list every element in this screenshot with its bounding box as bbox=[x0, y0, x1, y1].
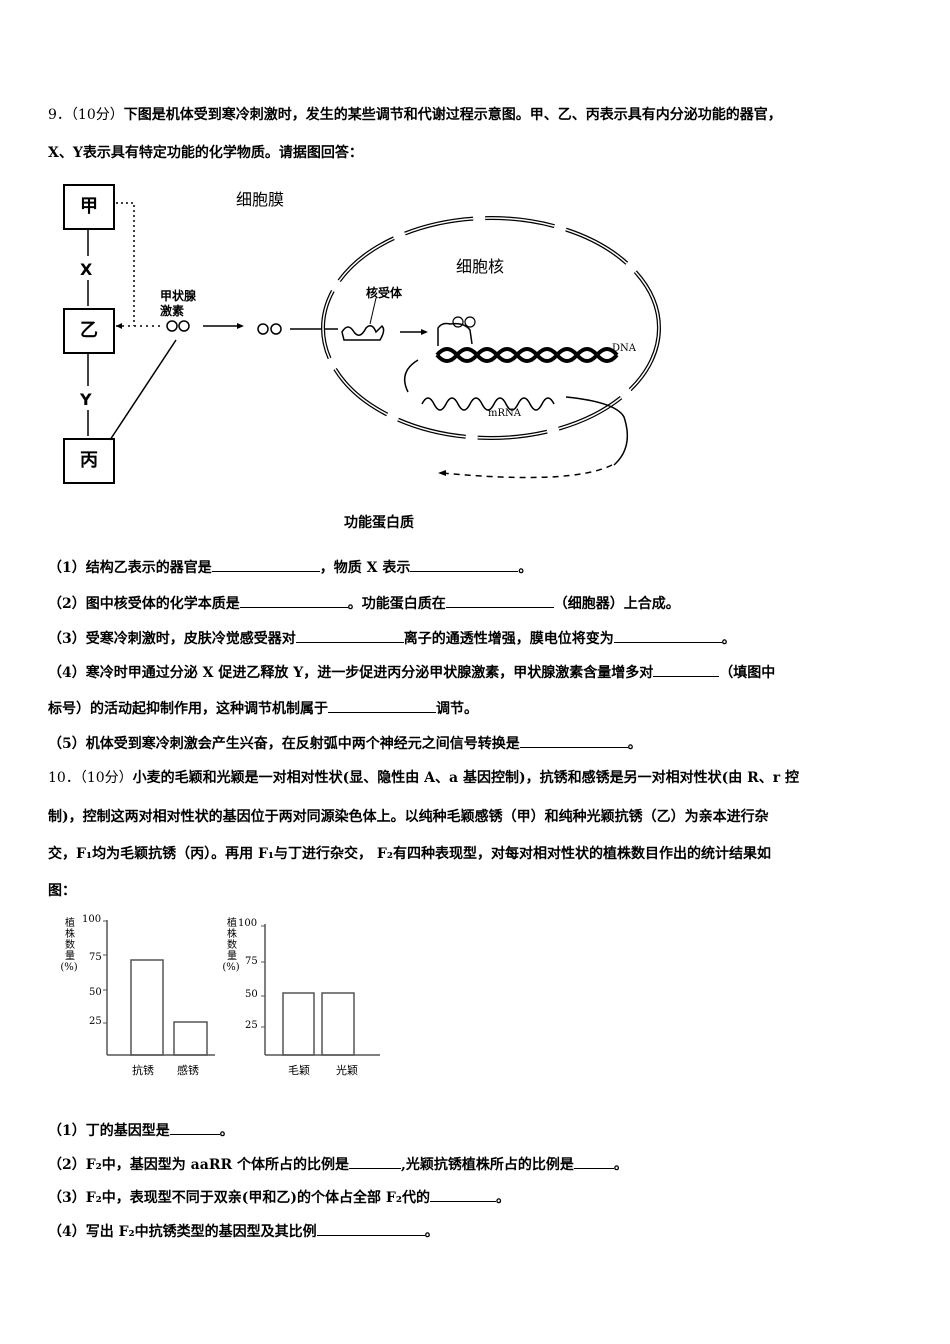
label-x: X bbox=[80, 260, 93, 279]
chart2-plot bbox=[261, 924, 380, 1056]
answer-blank[interactable] bbox=[519, 733, 628, 748]
answer-blank[interactable] bbox=[239, 593, 348, 608]
q9-intro-line2: X、Y表示具有特定功能的化学物质。请据图回答： bbox=[48, 145, 363, 161]
label-y: Y bbox=[80, 390, 92, 409]
q10-number: 10． bbox=[48, 770, 80, 786]
q9-score: （10分） bbox=[70, 107, 124, 123]
q9-question-4-cont: 标号）的活动起抑制作用，这种调节机制属于调节。 bbox=[48, 698, 478, 718]
answer-blank[interactable] bbox=[348, 1154, 401, 1169]
q9-question-2: （2）图中核受体的化学本质是。功能蛋白质在（细胞器）上合成。 bbox=[48, 593, 680, 613]
q9-question-1: （1）结构乙表示的器官是，物质 X 表示。 bbox=[48, 557, 532, 577]
q9-question-4: （4）寒冷时甲通过分泌 X 促进乙释放 Y，进一步促进丙分泌甲状腺激素，甲状腺激… bbox=[48, 662, 775, 682]
q9-question-3: （3）受寒冷刺激时，皮肤冷觉感受器对离子的通透性增强，膜电位将变为。 bbox=[48, 628, 736, 648]
mrna-label: mRNA bbox=[488, 408, 521, 419]
answer-blank[interactable] bbox=[653, 662, 720, 677]
answer-blank[interactable] bbox=[430, 1187, 497, 1202]
answer-blank[interactable] bbox=[316, 1221, 425, 1236]
answer-blank[interactable] bbox=[295, 628, 404, 643]
answer-blank[interactable] bbox=[328, 698, 436, 713]
thyroid-hormone-label-2: 激素 bbox=[160, 304, 185, 318]
q10-question-3: （3）F₂中，表现型不同于双亲(甲和乙)的个体占全部 F₂代的。 bbox=[48, 1187, 510, 1207]
functional-protein-label: 功能蛋白质 bbox=[344, 515, 414, 531]
nucleus-label: 细胞核 bbox=[456, 257, 505, 276]
chart1-ylabel: 植株数量(%) bbox=[60, 918, 78, 973]
chart2-cat2: 光颖 bbox=[336, 1064, 358, 1077]
dna-label: DNA bbox=[612, 343, 636, 354]
q10-intro-line2: 制)，控制这两对相对性状的基因位于两对同源染色体上。以纯种毛颖感锈（甲）和纯种光… bbox=[48, 809, 769, 825]
receptor-label: 核受体 bbox=[366, 286, 403, 300]
chart1-cat1: 抗锈 bbox=[132, 1064, 154, 1077]
thyroid-hormone-label-1: 甲状腺 bbox=[160, 289, 197, 303]
chart1-plot bbox=[103, 920, 215, 1056]
box-jia: 甲 bbox=[63, 184, 115, 230]
chart1-cat2: 感锈 bbox=[177, 1064, 199, 1077]
answer-blank[interactable] bbox=[573, 1154, 614, 1169]
q10-intro-line1: 10．（10分）小麦的毛颖和光颖是一对相对性状(显、隐性由 A、a 基因控制)，… bbox=[48, 770, 799, 786]
answer-blank[interactable] bbox=[613, 628, 722, 643]
q10-intro-line4: 图： bbox=[48, 883, 76, 899]
chart2-cat1: 毛颖 bbox=[288, 1064, 310, 1077]
answer-blank[interactable] bbox=[211, 557, 320, 572]
box-yi: 乙 bbox=[63, 308, 115, 354]
answer-blank[interactable] bbox=[445, 593, 554, 608]
answer-blank[interactable] bbox=[410, 557, 519, 572]
box-bing: 丙 bbox=[63, 438, 115, 484]
chart2-ylabel: 植株数量(%) bbox=[222, 918, 240, 973]
q10-question-4: （4）写出 F₂中抗锈类型的基因型及其比例。 bbox=[48, 1221, 439, 1241]
q10-question-2: （2）F₂中，基因型为 aaRR 个体所占的比例是,光颖抗锈植株所占的比例是。 bbox=[48, 1154, 628, 1174]
answer-blank[interactable] bbox=[169, 1120, 220, 1135]
q10-score: （10分） bbox=[79, 770, 133, 786]
q9-question-5: （5）机体受到寒冷刺激会产生兴奋，在反射弧中两个神经元之间信号转换是。 bbox=[48, 733, 642, 753]
cell-membrane-label: 细胞膜 bbox=[236, 190, 285, 209]
q9-number: 9． bbox=[48, 107, 71, 123]
q10-question-1: （1）丁的基因型是。 bbox=[48, 1120, 234, 1140]
q9-intro-line1: 9．（10分）下图是机体受到寒冷刺激时，发生的某些调节和代谢过程示意图。甲、乙、… bbox=[48, 107, 782, 123]
diagram-lines bbox=[87, 202, 661, 479]
q10-intro-line3: 交，F₁均为毛颖抗锈（丙）。再用 F₁与丁进行杂交， F₂有四种表现型，对每对相… bbox=[48, 846, 771, 862]
